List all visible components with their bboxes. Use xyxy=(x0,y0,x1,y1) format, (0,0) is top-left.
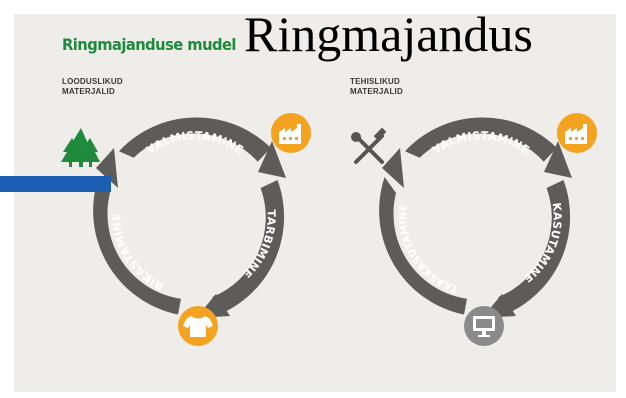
left-arrowhead-3 xyxy=(96,148,118,188)
left-segment-right xyxy=(212,180,285,313)
right-category-line2: MATERJALID xyxy=(350,87,403,96)
tshirt-icon xyxy=(178,306,218,346)
right-stage-right: KASUTAMINE xyxy=(521,202,564,285)
left-stage-right: TARBIMINE xyxy=(240,209,278,280)
left-cycle: VALMISTAMINE TARBIMINE RIKASTAMINE xyxy=(61,113,311,346)
model-title: Ringmajanduse mudel xyxy=(62,35,236,54)
right-segment-right xyxy=(498,180,571,313)
tools-icon xyxy=(351,127,387,164)
tree-icon xyxy=(61,128,100,167)
page-title: Ringmajandus xyxy=(244,6,533,62)
right-arrowhead-1 xyxy=(544,141,572,178)
left-segment-left xyxy=(93,177,181,315)
factory-icon xyxy=(557,113,597,153)
left-segment-top xyxy=(119,117,271,162)
left-category-line2: MATERJALID xyxy=(62,87,115,96)
monitor-icon xyxy=(464,306,504,346)
left-category-label: LOODUSLIKUD MATERJALID xyxy=(62,77,123,97)
blue-highlight-bar xyxy=(0,176,111,192)
right-category-line1: TEHISLIKUD xyxy=(350,77,400,86)
factory-icon xyxy=(271,113,311,153)
right-cycle: VALMISTAMINE KASUTAMINE TAASKASUTAMINE xyxy=(351,113,597,346)
left-category-line1: LOODUSLIKUD xyxy=(62,77,123,86)
diagram-panel xyxy=(14,14,616,392)
right-category-label: TEHISLIKUD MATERJALID xyxy=(350,77,403,97)
right-segment-top xyxy=(405,117,557,162)
left-arrowhead-1 xyxy=(258,141,286,178)
right-arrowhead-3 xyxy=(382,148,404,188)
right-segment-left xyxy=(379,177,467,315)
